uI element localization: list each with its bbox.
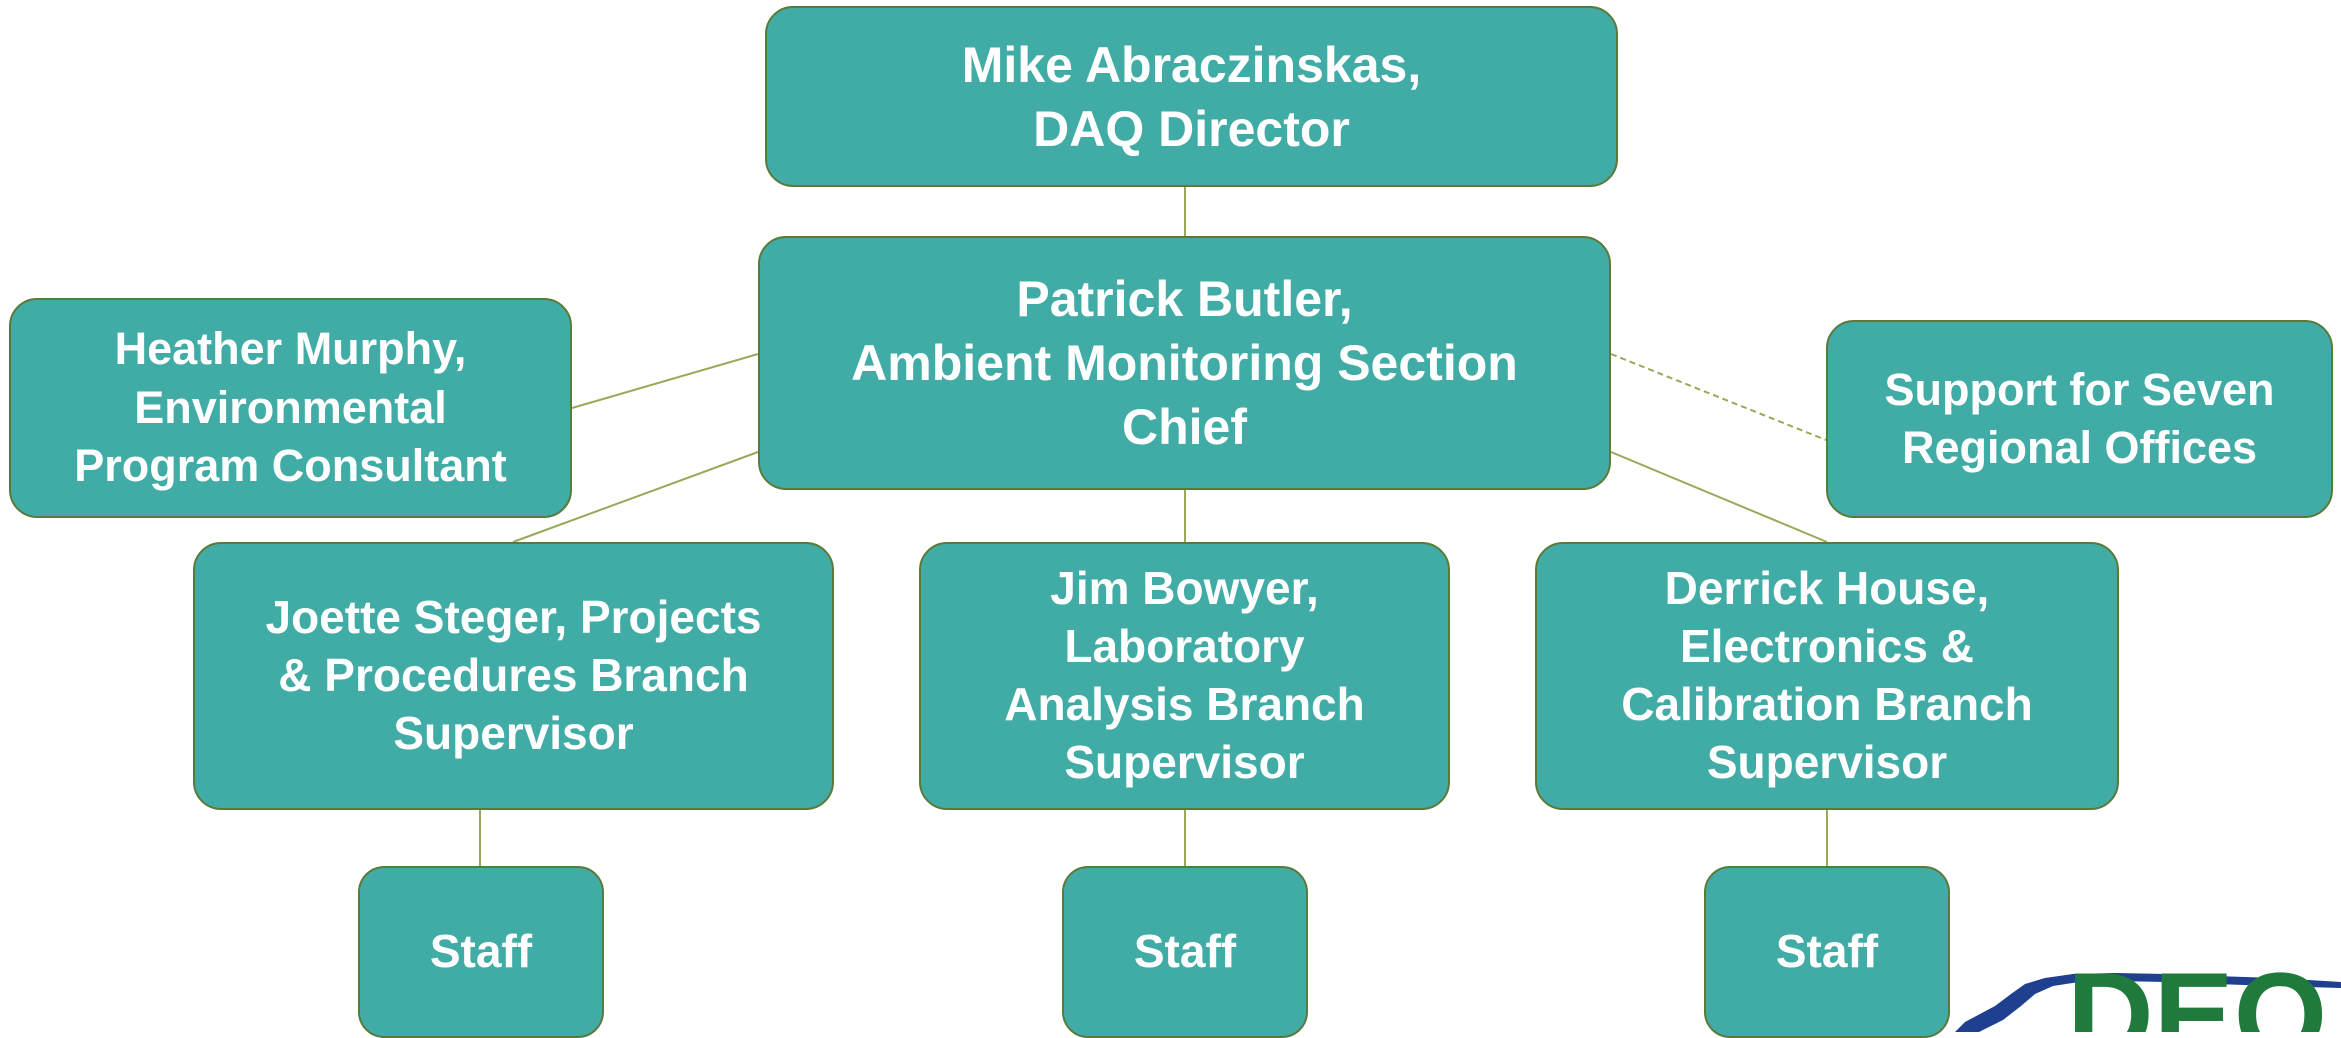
consultant-label: Heather Murphy, Environmental Program Co… [74,323,507,492]
consultant-box: Heather Murphy, Environmental Program Co… [9,298,572,518]
connector-chief-support [1610,353,1827,441]
connector-chief-house [1610,451,1828,543]
electronics-staff-label: Staff [1775,925,1879,978]
laboratory-staff-box: Staff [1062,866,1308,1038]
connector-chief-consultant [571,353,759,409]
electronics-branch-box: Derrick House, Electronics & Calibration… [1535,542,2119,810]
section-chief-label: Patrick Butler, Ambient Monitoring Secti… [851,271,1518,455]
laboratory-staff-label: Staff [1133,925,1237,978]
deq-logo: DEQ [1955,968,2341,1032]
connector-chief-steger [512,451,759,543]
projects-staff-label: Staff [429,925,533,978]
regional-support-box: Support for Seven Regional Offices [1826,320,2333,518]
electronics-staff-box: Staff [1704,866,1950,1038]
projects-branch-box: Joette Steger, Projects & Procedures Bra… [193,542,834,810]
projects-staff-box: Staff [358,866,604,1038]
electronics-branch-label: Derrick House, Electronics & Calibration… [1621,562,2033,788]
logo-wordmark: DEQ [2067,968,2327,1032]
laboratory-branch-label: Jim Bowyer, Laboratory Analysis Branch S… [1004,562,1365,788]
laboratory-branch-box: Jim Bowyer, Laboratory Analysis Branch S… [919,542,1450,810]
section-chief-box: Patrick Butler, Ambient Monitoring Secti… [758,236,1611,490]
director-box: Mike Abraczinskas, DAQ Director [765,6,1618,187]
director-label: Mike Abraczinskas, DAQ Director [961,36,1422,157]
projects-branch-label: Joette Steger, Projects & Procedures Bra… [265,591,762,759]
regional-support-label: Support for Seven Regional Offices [1884,363,2275,474]
